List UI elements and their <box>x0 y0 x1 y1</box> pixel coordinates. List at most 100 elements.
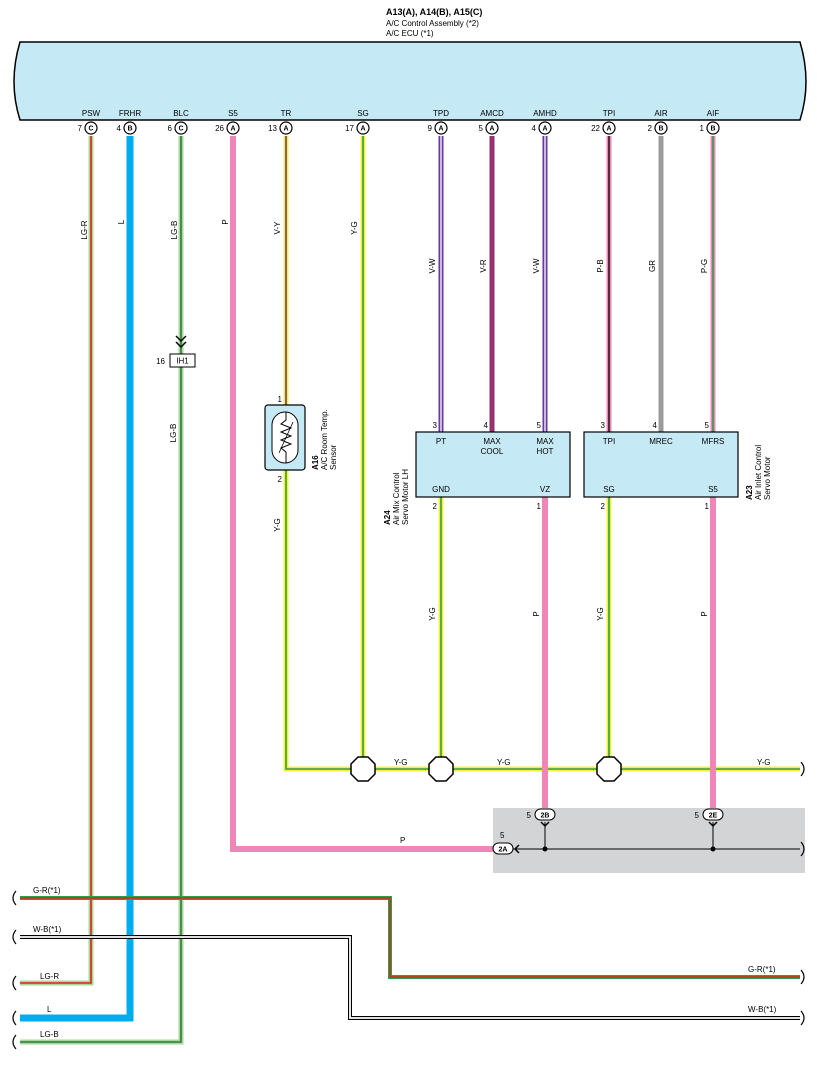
wire-y-g-sensor-stripe <box>285 470 800 770</box>
pin-tpi[interactable]: A <box>602 121 616 135</box>
terminal-blc: BLC <box>173 109 189 118</box>
wire-label: LG-B <box>169 424 178 443</box>
svg-text:A23: A23 <box>745 485 754 500</box>
junction-ih1[interactable]: IH1 <box>169 335 196 368</box>
wire-p-s5[interactable] <box>230 136 497 852</box>
svg-text:A: A <box>489 126 494 133</box>
pin-number: 9 <box>428 124 433 133</box>
splice-sg[interactable] <box>350 756 376 782</box>
wire-label-p-junction: P <box>400 836 405 845</box>
a24-label-max-hot-2: HOT <box>537 447 554 456</box>
wire-lg-b[interactable] <box>20 136 184 1045</box>
connector-2a[interactable]: 2A <box>492 842 520 855</box>
label-g-r-top: G-R(*1) <box>33 886 61 895</box>
wire-label: V-W <box>532 258 541 274</box>
label-g-r-right: G-R(*1) <box>748 965 776 974</box>
servo-a24[interactable] <box>415 431 571 498</box>
bus-label-1: Y-G <box>394 758 408 767</box>
chevron-left-icon <box>513 844 520 854</box>
a23-top-pin-3: 3 <box>601 421 606 430</box>
pin-psw[interactable]: C <box>84 121 98 135</box>
pin-aif[interactable]: B <box>706 121 720 135</box>
break-mark <box>800 969 805 985</box>
a23-top-pin-4: 4 <box>653 421 658 430</box>
pin-tpd[interactable]: A <box>434 121 448 135</box>
splice-a24[interactable] <box>428 756 454 782</box>
pin-tr[interactable]: A <box>279 121 293 135</box>
svg-text:2B: 2B <box>541 813 550 820</box>
junction-dot-2b <box>542 846 548 852</box>
pin-number: 7 <box>78 124 83 133</box>
svg-text:Servo Motor: Servo Motor <box>763 456 772 500</box>
bus-label-2: Y-G <box>497 758 511 767</box>
header-connectors: A13(A), A14(B), A15(C) <box>386 7 482 17</box>
break-mark <box>800 1010 805 1026</box>
thermistor-icon <box>279 412 293 463</box>
terminal-s5: S5 <box>228 109 238 118</box>
wire-label: P <box>700 611 709 616</box>
a24-top-pin-3: 3 <box>433 421 438 430</box>
break-mark <box>12 975 17 991</box>
svg-text:B: B <box>710 126 715 133</box>
terminal-sg: SG <box>357 109 369 118</box>
svg-text:B: B <box>127 126 132 133</box>
ecu-box[interactable] <box>13 41 807 121</box>
terminal-psw: PSW <box>82 109 101 118</box>
pin-frhr[interactable]: B <box>123 121 137 135</box>
wire-lg-r[interactable] <box>20 136 94 986</box>
sensor-a16-pin-bottom: 2 <box>278 475 283 484</box>
terminal-amhd: AMHD <box>533 109 557 118</box>
ecu-terminal-labels: PSW FRHR BLC S5 TR SG TPD AMCD AMHD TPI … <box>82 109 719 118</box>
wire-label: Y-G <box>428 607 437 621</box>
svg-text:2E: 2E <box>709 813 718 820</box>
pin-number: 2 <box>648 124 653 133</box>
a24-top-pin-5: 5 <box>537 421 542 430</box>
pin-amhd[interactable]: A <box>538 121 552 135</box>
connector-2e[interactable]: 2E <box>702 808 724 828</box>
pin-amcd[interactable]: A <box>485 121 499 135</box>
svg-text:A: A <box>283 126 288 133</box>
a23-label-mfrs: MFRS <box>702 437 725 446</box>
header-ecu: A/C ECU (*1) <box>386 29 434 38</box>
pin-number: 1 <box>700 124 705 133</box>
a24-label-max-cool-1: MAX <box>483 437 501 446</box>
terminal-frhr: FRHR <box>119 109 141 118</box>
svg-text:A: A <box>230 126 235 133</box>
pin-air[interactable]: B <box>654 121 668 135</box>
pin-number: 26 <box>215 124 224 133</box>
svg-text:A24: A24 <box>383 510 392 525</box>
wire-label: LG-R <box>80 220 89 239</box>
svg-text:A: A <box>542 126 547 133</box>
splice-a23[interactable] <box>596 756 622 782</box>
svg-text:Air Inlet Control: Air Inlet Control <box>754 445 763 500</box>
pin-s5[interactable]: A <box>226 121 240 135</box>
pin-blc[interactable]: C <box>174 121 188 135</box>
wire-label: P <box>532 611 541 616</box>
label-w-b-top: W-B(*1) <box>33 925 62 934</box>
wire-label: Y-G <box>350 221 359 235</box>
wire-label: Y-G <box>596 607 605 621</box>
chevron-down-icon <box>708 821 718 828</box>
pin-sg[interactable]: A <box>356 121 370 135</box>
servo-a23[interactable] <box>583 431 739 498</box>
bus-label-3: Y-G <box>757 758 771 767</box>
break-mark <box>800 761 805 777</box>
a24-label-pt: PT <box>436 437 446 446</box>
break-mark <box>12 890 17 906</box>
svg-text:A/C Room Temp.: A/C Room Temp. <box>320 409 329 470</box>
wire-lg-r-stripe <box>20 136 92 984</box>
a24-label-gnd: GND <box>432 485 450 494</box>
wire-color-labels: LG-R L LG-B P V-Y Y-G V-W V-R V-W P-B GR… <box>80 219 709 621</box>
connector-2b[interactable]: 2B <box>534 808 556 828</box>
label-lg-r: LG-R <box>40 972 59 981</box>
wire-g-r-stripe <box>20 897 800 978</box>
wire-l[interactable] <box>20 136 134 1022</box>
sensor-a16-caption: A16 A/C Room Temp. Sensor <box>311 409 338 470</box>
svg-text:C: C <box>178 126 183 133</box>
break-mark <box>800 841 805 857</box>
svg-text:A16: A16 <box>311 455 320 470</box>
terminal-amcd: AMCD <box>480 109 504 118</box>
junction-ih1-pin: 16 <box>156 357 165 366</box>
sensor-a16[interactable] <box>264 404 306 471</box>
